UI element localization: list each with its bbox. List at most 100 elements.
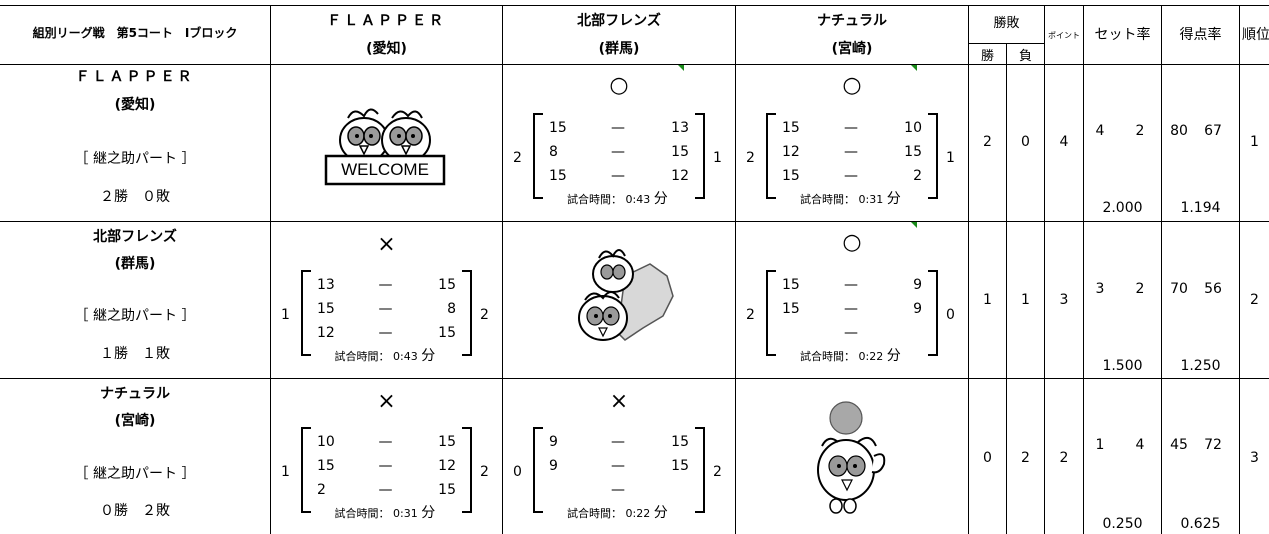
welcome-mascot-logo: WELCOME bbox=[320, 100, 450, 190]
match-time: 試合時間： 0:31 分 bbox=[335, 502, 436, 522]
win-circle-mark: ○ bbox=[609, 73, 629, 98]
loss-cross-mark: × bbox=[377, 389, 396, 414]
match-time: 試合時間： 0:22 分 bbox=[800, 345, 901, 365]
row-sets-lost: 2 bbox=[1135, 123, 1145, 139]
set-dash: — bbox=[378, 277, 393, 293]
set-score-right: 15 bbox=[671, 434, 689, 450]
match-time-unit: 分 bbox=[653, 191, 668, 207]
row-team-part: ［ 継之助パート ］ bbox=[74, 308, 196, 324]
match-time-value: 0:22 bbox=[625, 507, 651, 520]
set-score-left: 15 bbox=[782, 120, 800, 136]
sets-won-right: 2 bbox=[480, 464, 489, 480]
set-dash: — bbox=[844, 168, 858, 184]
row-rank: 1 bbox=[1250, 134, 1259, 150]
set-score-right: 15 bbox=[904, 144, 922, 160]
score-rate-header: 得点率 bbox=[1179, 27, 1222, 43]
match-time-label: 試合時間： bbox=[567, 193, 622, 206]
sets-won-right: 0 bbox=[946, 307, 955, 323]
set-dash: — bbox=[378, 325, 393, 341]
row-team-name: ＦＬＡＰＰＥＲ bbox=[75, 69, 195, 85]
match-time-value: 0:31 bbox=[393, 507, 418, 520]
set-dash: — bbox=[844, 120, 858, 136]
sets-won-right: 2 bbox=[480, 307, 489, 323]
set-dash: — bbox=[844, 277, 858, 293]
match-time-unit: 分 bbox=[886, 348, 901, 364]
row-sets-won: 1 bbox=[1095, 437, 1105, 453]
row-score-rate: 1.250 bbox=[1180, 358, 1221, 374]
set-dash: — bbox=[611, 144, 625, 160]
set-score-right: 10 bbox=[904, 120, 922, 136]
row-score-rate: 1.194 bbox=[1180, 200, 1221, 216]
set-score-right: 2 bbox=[913, 168, 922, 184]
match-time: 試合時間： 0:43 分 bbox=[567, 188, 668, 208]
set-score-left: 15 bbox=[782, 301, 800, 317]
match-time-unit: 分 bbox=[421, 505, 436, 521]
row-points: 3 bbox=[1059, 292, 1069, 308]
win-circle-mark: ○ bbox=[842, 230, 862, 255]
sets-won-right: 1 bbox=[946, 150, 955, 166]
set-dash: — bbox=[844, 325, 858, 341]
set-score-left: 12 bbox=[782, 144, 800, 160]
set-score-right: 12 bbox=[438, 458, 456, 474]
row-team-name: 北部フレンズ bbox=[93, 229, 177, 245]
set-score-right: 15 bbox=[438, 434, 456, 450]
score-bracket bbox=[766, 113, 938, 199]
set-score-left: 15 bbox=[317, 301, 335, 317]
match-time-unit: 分 bbox=[421, 348, 436, 364]
match-time: 試合時間： 0:43 分 bbox=[335, 345, 436, 365]
rank-header: 順位 bbox=[1242, 27, 1269, 43]
row-wins: 2 bbox=[983, 134, 992, 150]
row-team-part: ［ 継之助パート ］ bbox=[74, 151, 196, 167]
loss-header: 負 bbox=[1018, 49, 1032, 64]
block-title: 組別リーグ戦 第5コート Iブロック bbox=[32, 26, 238, 40]
set-score-left: 9 bbox=[549, 458, 558, 474]
sets-won-left: 0 bbox=[513, 464, 522, 480]
points-header: ポイント bbox=[1048, 31, 1080, 40]
sets-won-left: 2 bbox=[746, 150, 755, 166]
set-score-left: 15 bbox=[549, 168, 567, 184]
loss-cross-mark: × bbox=[609, 389, 629, 414]
set-dash: — bbox=[378, 458, 393, 474]
sets-won-left: 1 bbox=[281, 307, 290, 323]
set-score-left: 12 bbox=[317, 325, 335, 341]
column-header-region: (群馬) bbox=[598, 41, 640, 57]
grid-line bbox=[968, 5, 969, 534]
row-points-for: 70 bbox=[1170, 281, 1188, 297]
sets-won-right: 1 bbox=[713, 150, 722, 166]
grid-line bbox=[1044, 5, 1045, 534]
row-set-rate: 2.000 bbox=[1102, 200, 1143, 216]
column-header-name: ナチュラル bbox=[817, 13, 887, 29]
row-team-region: (宮崎) bbox=[114, 413, 156, 429]
row-points: 4 bbox=[1059, 134, 1069, 150]
set-score-right: 15 bbox=[438, 277, 456, 293]
grid-line bbox=[1239, 5, 1240, 534]
set-dash: — bbox=[611, 168, 625, 184]
row-team-region: (群馬) bbox=[114, 256, 156, 272]
row-points-against: 56 bbox=[1204, 281, 1222, 297]
set-score-left: 15 bbox=[782, 168, 800, 184]
win-loss-header: 勝敗 bbox=[993, 16, 1020, 31]
set-score-left: 13 bbox=[317, 277, 335, 293]
mascot-map-image bbox=[555, 236, 685, 366]
set-dash: — bbox=[611, 458, 625, 474]
score-bracket bbox=[766, 270, 938, 356]
match-time-unit: 分 bbox=[886, 191, 901, 207]
sets-won-left: 2 bbox=[746, 307, 755, 323]
row-rank: 3 bbox=[1250, 450, 1259, 466]
row-team-name: ナチュラル bbox=[100, 386, 170, 402]
match-time-label: 試合時間： bbox=[800, 193, 855, 206]
sets-won-right: 2 bbox=[713, 464, 722, 480]
row-team-record: ２勝 ０敗 bbox=[100, 189, 170, 205]
set-score-left: 2 bbox=[317, 482, 326, 498]
row-rank: 2 bbox=[1250, 292, 1259, 308]
set-dash: — bbox=[844, 144, 858, 160]
row-points-for: 45 bbox=[1170, 437, 1188, 453]
grid-line bbox=[0, 5, 1269, 6]
set-rate-header: セット率 bbox=[1094, 27, 1151, 43]
row-team-record: ０勝 ２敗 bbox=[100, 503, 170, 519]
row-points-against: 72 bbox=[1204, 437, 1222, 453]
